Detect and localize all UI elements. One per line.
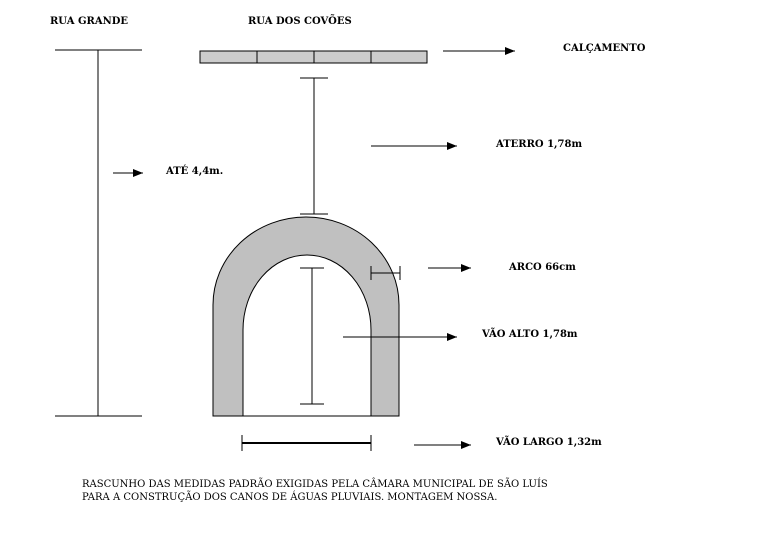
label-aterro: ATERRO 1,78m: [495, 139, 582, 150]
label-rua-grande: RUA GRANDE: [50, 16, 128, 27]
label-vao-alto: VÃO ALTO 1,78m: [481, 328, 578, 340]
fill-height-dimension: [300, 78, 328, 214]
inner-height-dimension: [300, 268, 324, 404]
paving-strip: [200, 51, 427, 63]
label-arco: ARCO 66cm: [508, 262, 576, 273]
label-ate: ATÉ 4,4m.: [165, 165, 223, 177]
caption-line-2: PARA A CONSTRUÇÃO DOS CANOS DE ÁGUAS PLU…: [82, 491, 497, 503]
label-calcamento: CALÇAMENTO: [563, 43, 646, 54]
arch-shape: [213, 217, 399, 416]
inner-width-dimension: [242, 435, 371, 451]
total-height-dimension: [55, 50, 142, 416]
label-vao-largo: VÃO LARGO 1,32m: [495, 436, 602, 448]
caption-line-1: RASCUNHO DAS MEDIDAS PADRÃO EXIGIDAS PEL…: [82, 478, 548, 490]
label-rua-dos-covoes: RUA DOS COVÕES: [248, 15, 352, 27]
